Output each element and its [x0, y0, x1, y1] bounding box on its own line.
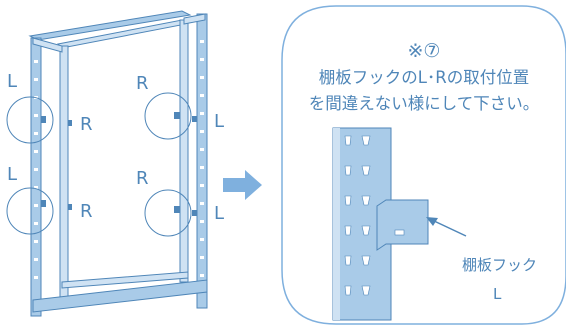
bottom-beam-back — [61, 271, 189, 289]
circle-upper-left — [6, 96, 54, 144]
note-mark: ※⑦ — [407, 40, 441, 62]
label-lower-left-outer: L — [7, 164, 18, 185]
label-upper-right-inner: R — [136, 73, 149, 94]
bottom-beam-front — [32, 279, 208, 313]
instruction-line-1: 棚板フックのL･Rの取付位置 — [318, 68, 530, 87]
hook-tabs — [41, 112, 197, 216]
label-upper-left-inner: R — [80, 114, 93, 135]
pointer-arrow-icon — [426, 217, 467, 237]
front-post-right — [196, 13, 208, 309]
label-lower-right-inner: R — [136, 168, 149, 189]
front-post-left — [30, 37, 42, 317]
zoomed-post-slots — [344, 135, 371, 296]
hook-name-label: 棚板フック — [462, 256, 538, 274]
circle-lower-right — [144, 189, 192, 237]
top-side-beam-right — [183, 13, 206, 25]
post-slots — [34, 40, 204, 279]
circle-upper-right — [144, 92, 192, 140]
circle-lower-left — [6, 187, 54, 235]
top-side-beam-left — [32, 37, 63, 53]
label-lower-right-outer: L — [214, 203, 225, 224]
highlight-circles — [6, 92, 192, 237]
shelf-hook-plate — [376, 199, 429, 251]
label-upper-right-outer: L — [214, 111, 225, 132]
right-arrow-icon — [223, 170, 262, 200]
instruction-line-2: を間違えない様にして下さい。 — [308, 94, 540, 113]
label-upper-left-outer: L — [7, 71, 18, 92]
back-post-right — [179, 19, 189, 283]
back-post-left — [59, 45, 69, 299]
shelf-frame — [28, 10, 208, 317]
label-lower-left-inner: R — [80, 201, 93, 222]
hook-side-label: L — [493, 285, 502, 303]
